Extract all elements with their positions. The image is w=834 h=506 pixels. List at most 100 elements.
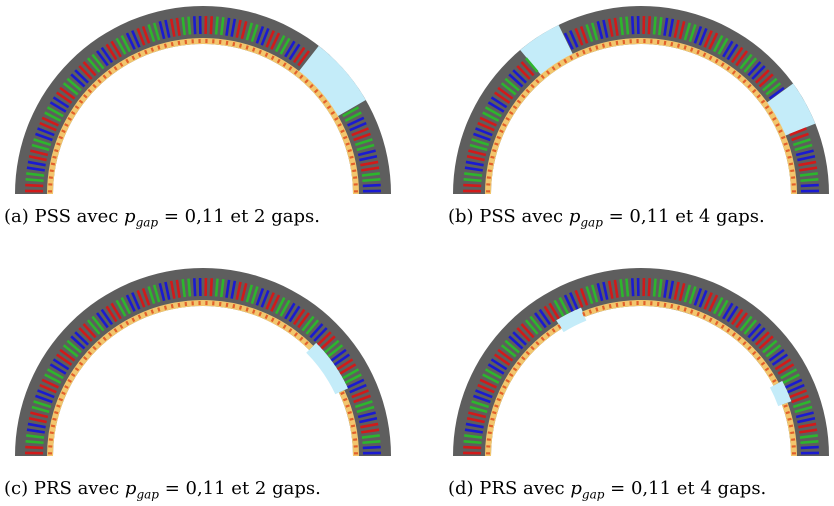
magnet xyxy=(756,94,761,99)
winding-slot xyxy=(493,353,511,366)
magnet xyxy=(494,142,499,146)
winding-slot xyxy=(464,428,483,434)
winding-slot xyxy=(351,389,369,399)
magnet xyxy=(582,311,586,317)
magnet xyxy=(125,58,130,64)
magnet xyxy=(313,88,319,94)
winding-slot xyxy=(663,279,669,298)
winding-slot xyxy=(49,101,67,113)
winding-slot xyxy=(44,111,62,122)
magnet xyxy=(163,43,168,48)
winding-slot xyxy=(797,154,816,162)
magnet xyxy=(264,314,269,320)
magnet xyxy=(74,367,80,372)
winding-slot xyxy=(240,21,248,40)
magnet xyxy=(502,123,507,127)
winding-slot xyxy=(755,331,770,346)
winding-slot xyxy=(55,91,73,104)
winding-slot xyxy=(579,287,589,306)
winding-slot xyxy=(774,358,792,371)
magnet xyxy=(92,345,97,351)
winding-slot xyxy=(344,373,362,384)
magnet xyxy=(760,361,766,366)
winding-slot xyxy=(74,331,89,346)
winding-slot xyxy=(596,283,604,302)
winding-slot xyxy=(225,17,231,36)
magnet xyxy=(683,45,687,50)
winding-slot xyxy=(465,160,484,167)
winding-slot xyxy=(187,278,192,297)
winding-slot xyxy=(730,308,744,326)
magnet xyxy=(342,135,348,140)
magnet xyxy=(790,169,795,173)
magnet xyxy=(569,55,574,61)
winding-slot xyxy=(497,86,514,100)
winding-slot xyxy=(466,154,485,162)
magnet xyxy=(299,336,304,342)
magnet xyxy=(347,410,352,415)
magnet xyxy=(720,324,725,329)
winding-slot xyxy=(673,19,680,38)
winding-slot xyxy=(493,91,511,104)
winding-slot xyxy=(630,278,635,297)
winding-slot xyxy=(25,177,44,183)
winding-slot xyxy=(192,16,197,35)
magnet xyxy=(490,155,495,159)
magnet xyxy=(70,111,76,116)
machine-svg-c xyxy=(15,268,391,456)
winding-slot xyxy=(26,434,45,439)
winding-slot xyxy=(49,363,67,375)
winding-slot xyxy=(647,278,652,297)
magnet xyxy=(768,373,774,378)
magnet xyxy=(785,410,790,415)
winding-slot xyxy=(110,40,122,58)
magnet xyxy=(334,117,339,121)
magnet xyxy=(349,417,354,421)
winding-slot xyxy=(27,160,46,167)
magnet xyxy=(731,70,737,75)
winding-slot xyxy=(26,428,45,434)
magnet xyxy=(696,49,700,55)
magnet xyxy=(726,328,731,333)
winding-slot xyxy=(214,278,219,297)
magnet xyxy=(575,52,580,58)
winding-slot xyxy=(359,154,378,162)
magnet xyxy=(708,55,713,61)
winding-slot xyxy=(490,96,508,109)
winding-slot xyxy=(625,16,630,35)
winding-slot xyxy=(136,27,146,46)
magnet xyxy=(785,148,790,153)
winding-slot xyxy=(484,106,502,118)
winding-slot xyxy=(95,312,109,329)
winding-slot xyxy=(673,281,680,300)
magnet xyxy=(595,45,599,50)
magnet xyxy=(726,66,731,71)
magnet xyxy=(496,135,502,140)
magnet xyxy=(92,83,97,89)
winding-slot xyxy=(712,35,724,53)
magnet xyxy=(747,83,752,89)
magnet xyxy=(742,79,747,84)
magnet xyxy=(113,328,118,333)
winding-slot xyxy=(794,143,813,152)
winding-slot xyxy=(574,289,584,308)
winding-slot xyxy=(333,353,351,366)
magnet xyxy=(683,307,687,312)
winding-slot xyxy=(479,116,497,127)
magnet xyxy=(775,123,780,127)
winding-slot xyxy=(693,287,703,306)
winding-slot xyxy=(743,57,758,73)
winding-slot xyxy=(688,286,697,305)
winding-slot xyxy=(235,19,242,38)
winding-slot xyxy=(91,53,105,70)
winding-slot xyxy=(758,335,774,350)
magnet xyxy=(783,142,788,146)
magnet xyxy=(150,309,155,314)
winding-slot xyxy=(147,286,156,305)
winding-slot xyxy=(487,363,505,375)
winding-slot xyxy=(799,428,818,434)
magnet xyxy=(170,303,174,309)
winding-slot xyxy=(520,323,535,339)
stator-gap xyxy=(295,45,366,120)
magnet xyxy=(232,41,236,47)
